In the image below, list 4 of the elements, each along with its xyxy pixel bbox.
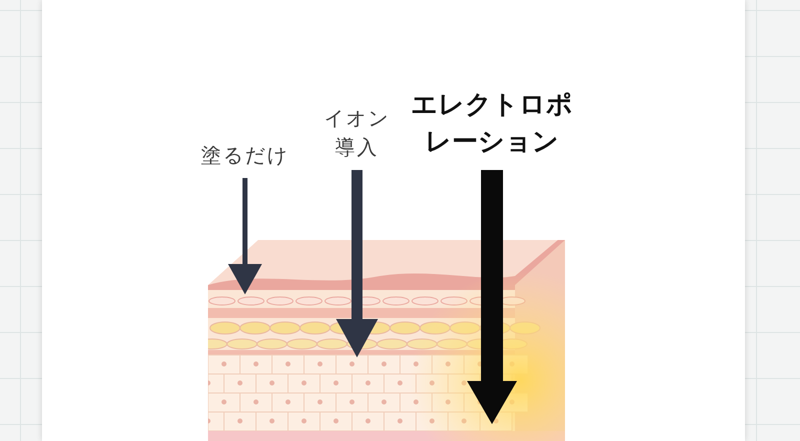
arrow (228, 178, 262, 294)
method-label: 塗るだけ (190, 130, 300, 170)
arrow (467, 170, 517, 424)
arrow (336, 170, 378, 358)
